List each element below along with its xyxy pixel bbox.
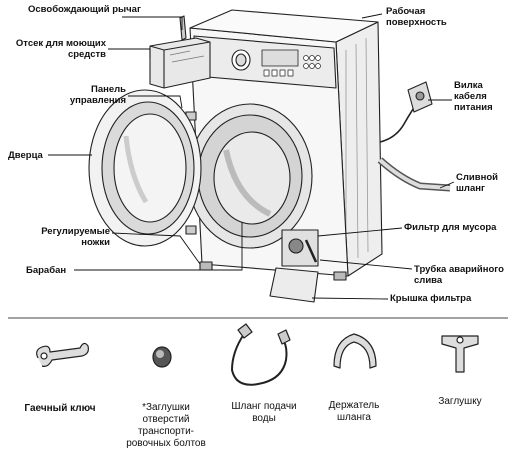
- label-cap: Заглушку: [438, 396, 482, 407]
- label-hole-caps: *Заглушки отверстий транспорти- ровочных…: [126, 402, 206, 449]
- label-work-surface: Рабочая поверхность: [386, 6, 447, 28]
- label-door: Дверца: [8, 150, 43, 161]
- hole-caps-icon: [152, 346, 172, 368]
- cap-icon: [441, 335, 479, 373]
- emergency-drain-tube: [304, 239, 318, 263]
- spanner-icon: [36, 342, 89, 367]
- detergent-drawer: [149, 37, 211, 89]
- machine-top-surface: [189, 9, 379, 43]
- label-hose-holder: Держатель шланга: [328, 400, 380, 423]
- label-release-lever: Освобождающий рычаг: [28, 4, 141, 15]
- label-power-plug: Вилка кабеля питания: [454, 80, 493, 113]
- power-cord: [379, 101, 419, 143]
- label-emergency-drain-tube: Трубка аварийного слива: [414, 264, 504, 286]
- label-spanner: Гаечный ключ: [24, 403, 96, 414]
- water-supply-hose-icon: [231, 323, 291, 386]
- control-display: [261, 49, 299, 67]
- label-drain-hose: Сливной шланг: [456, 172, 498, 194]
- hose-holder-icon: [333, 333, 377, 369]
- adjustable-foot: [199, 261, 213, 271]
- label-adjustable-feet: Регулируемые ножки: [41, 226, 110, 248]
- label-drum: Барабан: [26, 265, 67, 276]
- label-detergent-drawer: Отсек для моющих средств: [15, 38, 106, 60]
- label-water-supply-hose: Шланг подачи воды: [231, 401, 297, 424]
- label-filter-cover: Крышка фильтра: [390, 293, 472, 304]
- filter-cover: [269, 267, 319, 303]
- label-control-panel: Панель управления: [69, 84, 126, 106]
- release-lever: [179, 15, 187, 41]
- drum: [213, 131, 291, 225]
- label-debris-filter: Фильтр для мусора: [404, 222, 497, 233]
